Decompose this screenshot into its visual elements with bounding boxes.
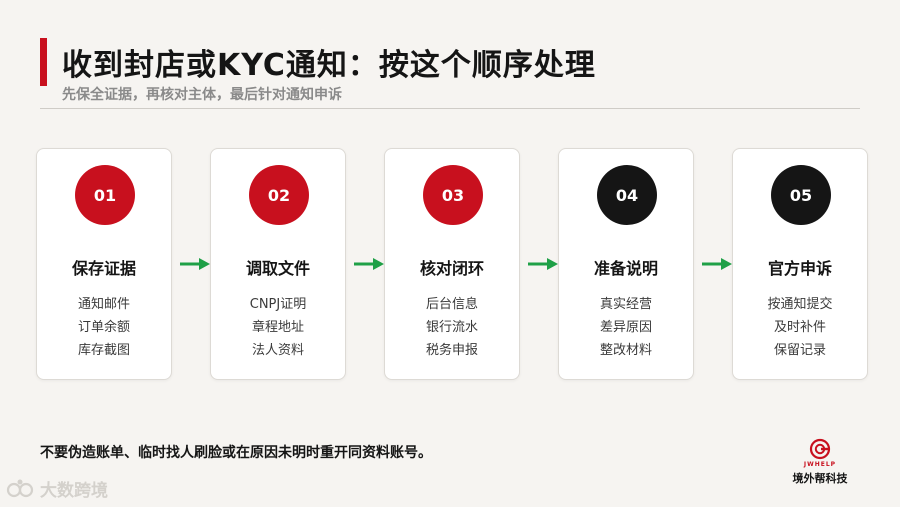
step-item: 按通知提交 <box>767 297 833 312</box>
step-title: 保存证据 <box>71 259 136 278</box>
brand-glyph-icon <box>6 479 34 497</box>
process-steps: 01 保存证据 通知邮件 订单余额 库存截图 02 调取文件 CNPJ证明 章程… <box>36 148 870 380</box>
page-subtitle: 先保全证据，再核对主体，最后针对通知申诉 <box>62 87 342 103</box>
step-card-4: 04 准备说明 真实经营 差异原因 整改材料 <box>558 148 694 380</box>
step-item-list: CNPJ证明 章程地址 法人资料 <box>211 293 345 362</box>
step-item: 及时补件 <box>773 320 826 335</box>
step-card-5: 05 官方申诉 按通知提交 及时补件 保留记录 <box>732 148 868 380</box>
step-item: 税务申报 <box>425 343 478 358</box>
title-accent-bar <box>40 38 47 86</box>
step-title: 调取文件 <box>245 259 310 278</box>
step-item: 章程地址 <box>251 320 304 335</box>
step-item: 保留记录 <box>773 343 826 358</box>
step-item: 库存截图 <box>77 343 130 358</box>
jwhelp-logo-icon <box>809 438 831 460</box>
right-arrow-icon <box>702 258 732 270</box>
step-item: 整改材料 <box>599 343 652 358</box>
step-number-badge: 04 <box>597 165 657 225</box>
company-logo: JWHELP 境外帮科技 <box>770 438 870 486</box>
step-item: 订单余额 <box>77 320 130 335</box>
right-arrow-icon <box>180 258 210 270</box>
step-item: CNPJ证明 <box>249 297 307 312</box>
step-item: 银行流水 <box>425 320 478 335</box>
step-item-list: 真实经营 差异原因 整改材料 <box>559 293 693 362</box>
step-item-list: 通知邮件 订单余额 库存截图 <box>37 293 171 362</box>
step-item-list: 按通知提交 及时补件 保留记录 <box>733 293 867 362</box>
step-title: 官方申诉 <box>767 259 832 278</box>
right-arrow-icon <box>354 258 384 270</box>
header-divider <box>40 108 860 109</box>
step-item: 真实经营 <box>599 297 652 312</box>
step-number-badge: 03 <box>423 165 483 225</box>
step-item: 通知邮件 <box>77 297 130 312</box>
watermark-text: 大数跨境 <box>40 481 108 501</box>
step-item: 法人资料 <box>251 343 304 358</box>
page-title: 收到封店或KYC通知：按这个顺序处理 <box>62 48 596 83</box>
step-number-badge: 02 <box>249 165 309 225</box>
step-number-badge: 01 <box>75 165 135 225</box>
warning-footnote: 不要伪造账单、临时找人刷脸或在原因未明时重开同资料账号。 <box>40 445 432 461</box>
step-title: 核对闭环 <box>419 259 484 278</box>
step-title: 准备说明 <box>593 259 658 278</box>
step-item-list: 后台信息 银行流水 税务申报 <box>385 293 519 362</box>
logo-company-name: 境外帮科技 <box>792 472 848 485</box>
right-arrow-icon <box>528 258 558 270</box>
step-item: 后台信息 <box>425 297 478 312</box>
step-card-2: 02 调取文件 CNPJ证明 章程地址 法人资料 <box>210 148 346 380</box>
step-number-badge: 05 <box>771 165 831 225</box>
watermark: 大数跨境 <box>6 476 108 501</box>
step-card-1: 01 保存证据 通知邮件 订单余额 库存截图 <box>36 148 172 380</box>
logo-subtext: JWHELP <box>803 461 837 468</box>
step-card-3: 03 核对闭环 后台信息 银行流水 税务申报 <box>384 148 520 380</box>
step-item: 差异原因 <box>599 320 652 335</box>
